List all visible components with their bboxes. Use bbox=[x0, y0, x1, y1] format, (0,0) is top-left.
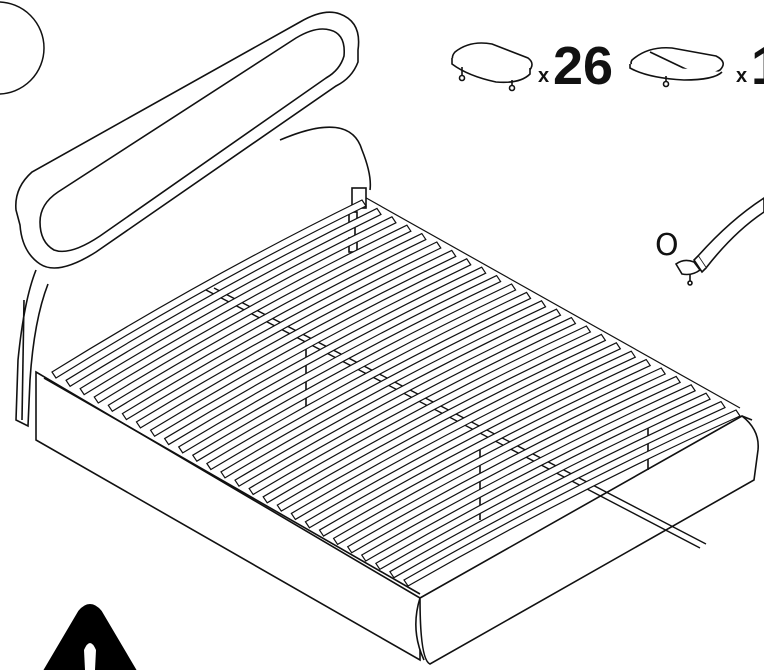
step-number-circle bbox=[0, 1, 45, 95]
slat-center-cap-quantity: 1 bbox=[751, 36, 764, 96]
slat-detail-icon bbox=[674, 197, 764, 286]
slat bbox=[220, 300, 547, 479]
slat bbox=[65, 207, 382, 388]
slat bbox=[79, 216, 397, 396]
slat bbox=[332, 367, 667, 546]
detail-label: O bbox=[655, 228, 679, 263]
slat-end-cap-quantity: 26 bbox=[553, 36, 613, 96]
slat bbox=[121, 241, 442, 421]
slat bbox=[374, 392, 711, 571]
slats-group bbox=[51, 199, 741, 587]
headboard bbox=[15, 11, 372, 428]
slat bbox=[177, 274, 502, 454]
slat bbox=[206, 291, 532, 471]
slat bbox=[93, 224, 412, 404]
svg-text:O: O bbox=[655, 228, 679, 263]
slat bbox=[248, 316, 577, 496]
slat-end-cap-prefix: x bbox=[538, 65, 549, 87]
slat bbox=[290, 342, 622, 521]
slat bbox=[163, 266, 487, 446]
svg-text:1: 1 bbox=[751, 36, 764, 96]
slat bbox=[135, 249, 457, 429]
slat bbox=[234, 308, 562, 487]
slat bbox=[304, 350, 637, 529]
slat bbox=[360, 384, 697, 562]
slat bbox=[276, 333, 607, 512]
slat-end-cap-icon bbox=[451, 42, 533, 92]
slat-center-cap-icon bbox=[629, 46, 724, 88]
svg-text:26: 26 bbox=[553, 36, 613, 96]
slat bbox=[318, 358, 652, 537]
svg-text:x: x bbox=[538, 65, 549, 87]
warning-triangle-icon bbox=[43, 604, 137, 670]
slat bbox=[191, 283, 517, 463]
slat bbox=[346, 375, 682, 554]
svg-text:x: x bbox=[736, 65, 747, 87]
slat-center-cap-prefix: x bbox=[736, 65, 747, 87]
slat bbox=[389, 400, 726, 579]
slat bbox=[51, 199, 367, 379]
slat bbox=[403, 409, 741, 587]
slat bbox=[107, 232, 427, 413]
bed-frame bbox=[35, 187, 759, 665]
slat bbox=[149, 258, 472, 438]
slat bbox=[262, 325, 592, 504]
